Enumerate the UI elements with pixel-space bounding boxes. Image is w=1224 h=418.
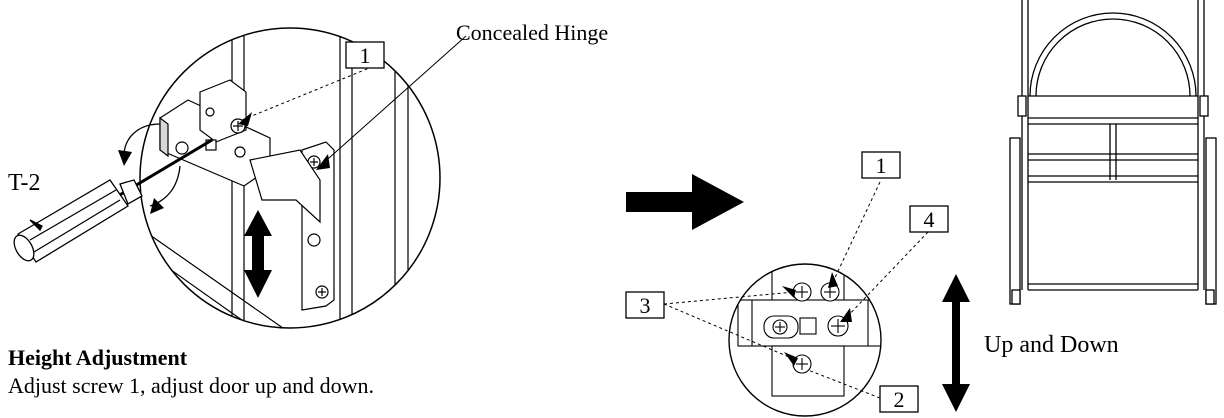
screwdriver — [13, 138, 213, 263]
hinge-body — [159, 79, 321, 224]
hinge-detail-view — [663, 181, 929, 417]
callout-box-2 — [879, 385, 919, 413]
up-and-down-label: Up and Down — [984, 332, 1119, 358]
callout-2-label: 2 — [894, 387, 905, 412]
callout-1-detail-label: 1 — [876, 153, 887, 178]
callout-1-label: 1 — [360, 43, 371, 68]
caption-body: Adjust screw 1, adjust door up and down. — [8, 373, 375, 398]
callout-box-3 — [625, 291, 665, 319]
height-arrow-main — [244, 210, 272, 298]
cabinet-frame-drawing — [1009, 0, 1217, 305]
callout-3-label: 3 — [640, 293, 651, 318]
up-down-arrow — [942, 274, 970, 412]
hinge-closeup-view — [13, 27, 467, 329]
concealed-hinge-label: Concealed Hinge — [456, 20, 608, 45]
callout-4-label: 4 — [924, 207, 935, 232]
callout-box-1 — [345, 41, 385, 69]
caption-title: Height Adjustment — [8, 345, 188, 370]
tool-label: T-2 — [8, 170, 40, 196]
callout-box-4 — [909, 205, 949, 233]
callout-box-1-detail — [861, 151, 901, 179]
transition-arrow — [626, 174, 744, 230]
